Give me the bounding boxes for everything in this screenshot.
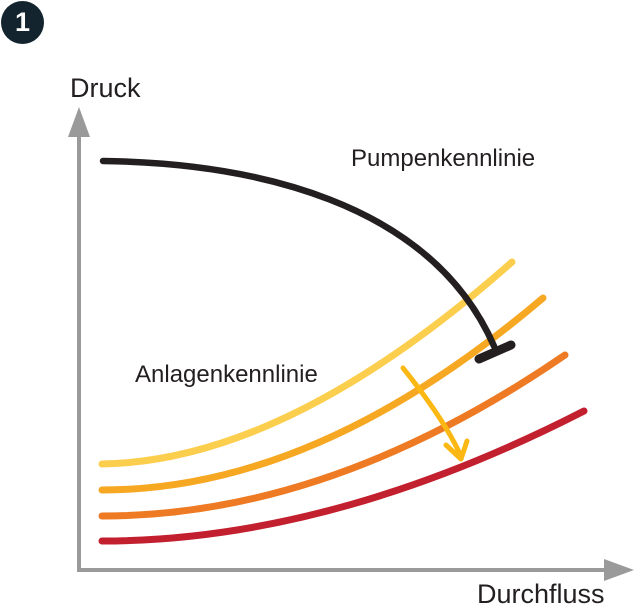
shift-arrow-shaft: [400, 365, 462, 455]
y-axis-arrowhead-icon: [68, 107, 90, 137]
shift-arrow-head: [443, 438, 470, 462]
system-curve-4: [98, 407, 588, 545]
system-curves: [98, 258, 588, 545]
x-axis-arrowhead-icon: [604, 559, 634, 581]
pump-curve-tee-terminator: [474, 340, 516, 364]
axes: [68, 107, 634, 581]
system-curve-label: Anlagenkennlinie: [135, 361, 318, 388]
system-curve-2: [98, 294, 547, 494]
system-curve-3: [98, 351, 569, 520]
pump-curve-group: [99, 157, 516, 364]
y-axis-label: Druck: [70, 73, 141, 103]
system-curve-1: [98, 258, 516, 468]
shift-arrow-icon: [400, 365, 470, 462]
figure-number-badge: 1: [1, 1, 44, 44]
x-axis-label: Durchfluss: [477, 579, 605, 605]
pump-curve-label: Pumpenkennlinie: [351, 145, 535, 172]
pump-curve: [99, 157, 498, 350]
